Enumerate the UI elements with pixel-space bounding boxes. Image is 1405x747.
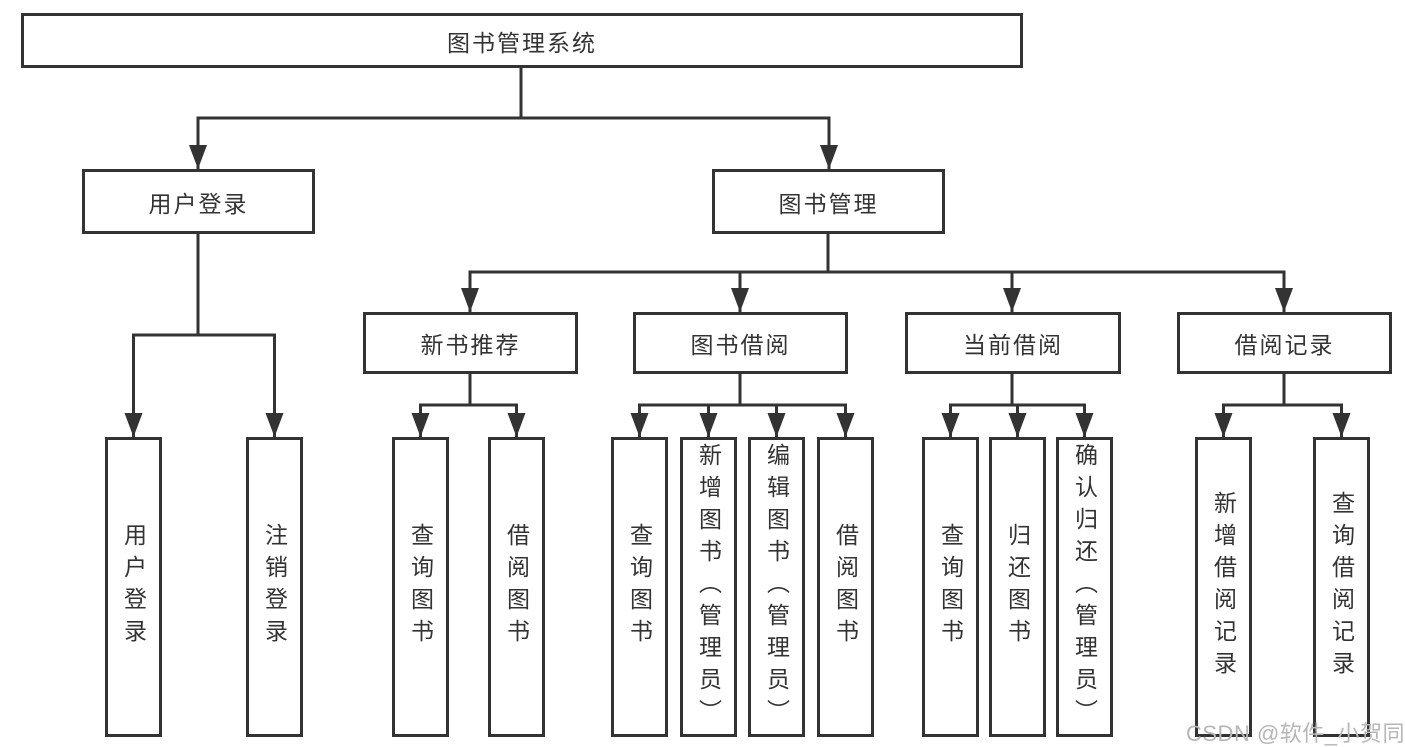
connector-login-split — [132, 232, 276, 337]
node-label: 借阅记录 — [1234, 332, 1335, 358]
leaf-label: 用户登录 — [120, 523, 147, 651]
connector-borrow-split — [638, 372, 847, 407]
node-label: 图书管理系统 — [447, 29, 597, 56]
leaf-return-book: 归还图书 — [989, 437, 1046, 737]
leaf-label: 新增借阅记录 — [1210, 491, 1237, 683]
leaf-user-login: 用户登录 — [105, 437, 162, 737]
leaf-label: 借阅图书 — [503, 523, 530, 651]
node-book-management: 图书管理 — [712, 169, 945, 234]
leaf-edit-book-admin: 编辑图书（管理员） — [748, 437, 805, 737]
leaf-label: 查询图书 — [626, 523, 653, 651]
leaf-add-book-admin: 新增图书（管理员） — [680, 437, 737, 737]
leaf-label: 归还图书 — [1004, 523, 1031, 651]
leaf-label: 查询图书 — [937, 523, 964, 651]
leaf-label: 注销登录 — [261, 523, 288, 651]
node-label: 新书推荐 — [420, 332, 521, 358]
leaf-label: 查询图书 — [407, 523, 434, 651]
leaf-query-books-recommend: 查询图书 — [392, 437, 449, 737]
leaf-query-books-current: 查询图书 — [922, 437, 979, 737]
leaf-label: 确认归还（管理员） — [1071, 443, 1098, 731]
connector-records-split — [1222, 372, 1343, 407]
node-label: 当前借阅 — [963, 332, 1063, 358]
leaf-add-borrow-record: 新增借阅记录 — [1195, 437, 1252, 737]
csdn-watermark: CSDN @软件_小贺同学 — [1186, 721, 1405, 746]
leaf-query-books-borrowing: 查询图书 — [611, 437, 668, 737]
leaf-borrow-books-borrowing: 借阅图书 — [817, 437, 874, 737]
node-current-borrowing: 当前借阅 — [905, 312, 1121, 374]
leaf-label: 编辑图书（管理员） — [763, 443, 790, 731]
connector-newbook-split — [419, 372, 518, 407]
leaf-logout: 注销登录 — [246, 437, 303, 737]
node-user-login: 用户登录 — [82, 169, 315, 234]
leaf-label: 借阅图书 — [832, 523, 859, 651]
connector-current-split — [949, 372, 1086, 407]
node-label: 图书管理 — [778, 190, 879, 217]
leaf-label: 查询借阅记录 — [1328, 491, 1355, 683]
node-label: 图书借阅 — [690, 332, 791, 358]
node-label: 用户登录 — [148, 190, 249, 217]
leaf-query-borrow-record: 查询借阅记录 — [1313, 437, 1370, 737]
node-new-book-recommendation: 新书推荐 — [363, 312, 578, 374]
node-borrowing-records: 借阅记录 — [1177, 312, 1392, 374]
leaf-borrow-books-recommend: 借阅图书 — [488, 437, 545, 737]
leaf-label: 新增图书（管理员） — [695, 443, 722, 731]
node-root-system: 图书管理系统 — [21, 13, 1023, 68]
connector-root-split — [196, 66, 831, 120]
leaf-confirm-return-admin: 确认归还（管理员） — [1056, 437, 1113, 737]
node-book-borrowing: 图书借阅 — [633, 312, 848, 374]
connector-mgmt-split — [468, 232, 1286, 274]
